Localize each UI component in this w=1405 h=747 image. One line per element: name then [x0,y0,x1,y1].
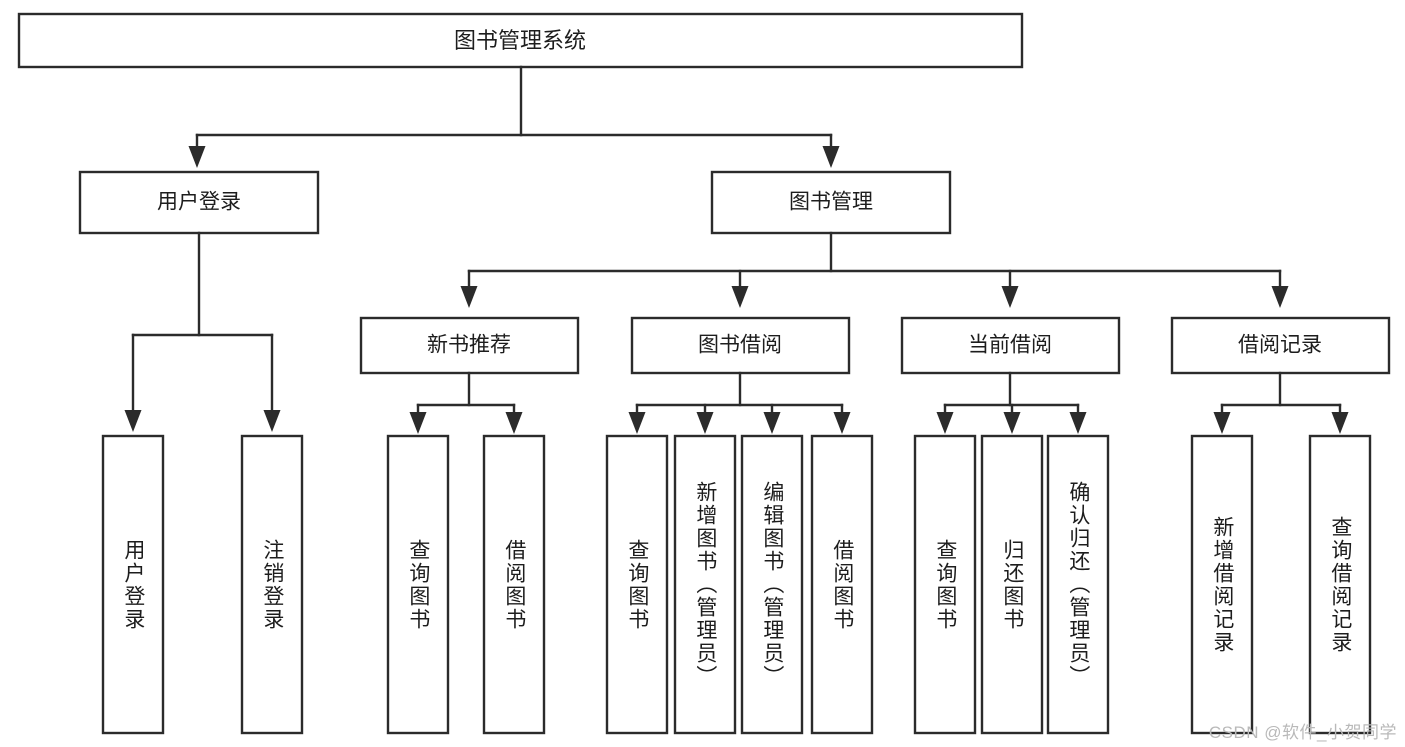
arrow-to-leaf-borrow-book-1 [505,412,523,434]
node-new-book-recommend[interactable]: 新书推荐 [359,316,580,375]
arrow-to-leaf-add-book [696,412,714,434]
arrow-to-leaf-query-record [1331,412,1349,434]
arrow-to-leaf-borrow-book-2 [833,412,851,434]
leaf-box-query-book-2[interactable] [605,434,669,735]
leaf-box-query-book-1[interactable] [386,434,450,735]
arrow-to-user-login [188,146,206,168]
connector-user-login-to-leaves [124,231,281,432]
leaf-box-user-login[interactable] [101,434,165,735]
node-user-login[interactable]: 用户登录 [78,170,320,235]
node-book-borrow[interactable]: 图书借阅 [630,316,851,375]
arrow-to-leaf-add-record [1213,412,1231,434]
node-book-manage[interactable]: 图书管理 [710,170,952,235]
node-book-manage-label: 图书管理 [789,191,873,214]
node-current-borrow-label: 当前借阅 [968,334,1052,357]
node-new-book-recommend-label: 新书推荐 [427,334,511,357]
node-user-login-label: 用户登录 [157,191,241,214]
leaf-box-edit-book[interactable] [740,434,804,735]
arrow-to-leaf-query-book-2 [628,412,646,434]
arrow-to-leaf-logout [263,410,281,432]
connector-book-manage-to-level3 [460,231,1289,308]
leaf-box-query-book-3[interactable] [913,434,977,735]
node-root[interactable]: 图书管理系统 [17,12,1024,69]
connector-current-borrow-to-leaves [936,371,1087,434]
node-borrow-record-label: 借阅记录 [1238,334,1322,357]
watermark-text: CSDN @软件_小贺同学 [1208,723,1397,742]
arrow-to-current-borrow [1001,286,1019,308]
connector-borrow-record-to-leaves [1213,371,1349,434]
node-root-label: 图书管理系统 [454,28,586,53]
arrow-to-leaf-query-book-1 [409,412,427,434]
leaf-box-return-book[interactable] [980,434,1044,735]
arrow-to-leaf-user-login [124,410,142,432]
arrow-to-leaf-return-book [1003,412,1021,434]
arrow-to-book-borrow [731,286,749,308]
arrow-to-new-book-recommend [460,286,478,308]
leaf-box-add-record[interactable] [1190,434,1254,735]
arrow-to-book-manage [822,146,840,168]
connector-book-borrow-to-leaves [628,371,851,434]
leaf-box-confirm-return[interactable] [1046,434,1110,735]
connector-root-to-level2 [188,65,840,168]
node-borrow-record[interactable]: 借阅记录 [1170,316,1391,375]
arrow-to-leaf-confirm-return [1069,412,1087,434]
leaf-box-borrow-book-2[interactable] [810,434,874,735]
node-current-borrow[interactable]: 当前借阅 [900,316,1121,375]
leaf-box-add-book[interactable] [673,434,737,735]
leaf-box-query-record[interactable] [1308,434,1372,735]
arrow-to-leaf-edit-book [763,412,781,434]
connector-new-book-recommend-to-leaves [409,371,523,434]
arrow-to-leaf-query-book-3 [936,412,954,434]
leaf-box-logout[interactable] [240,434,304,735]
node-book-borrow-label: 图书借阅 [698,334,782,357]
arrow-to-borrow-record [1271,286,1289,308]
leaf-box-borrow-book-1[interactable] [482,434,546,735]
leaf-boxes [101,434,1372,735]
